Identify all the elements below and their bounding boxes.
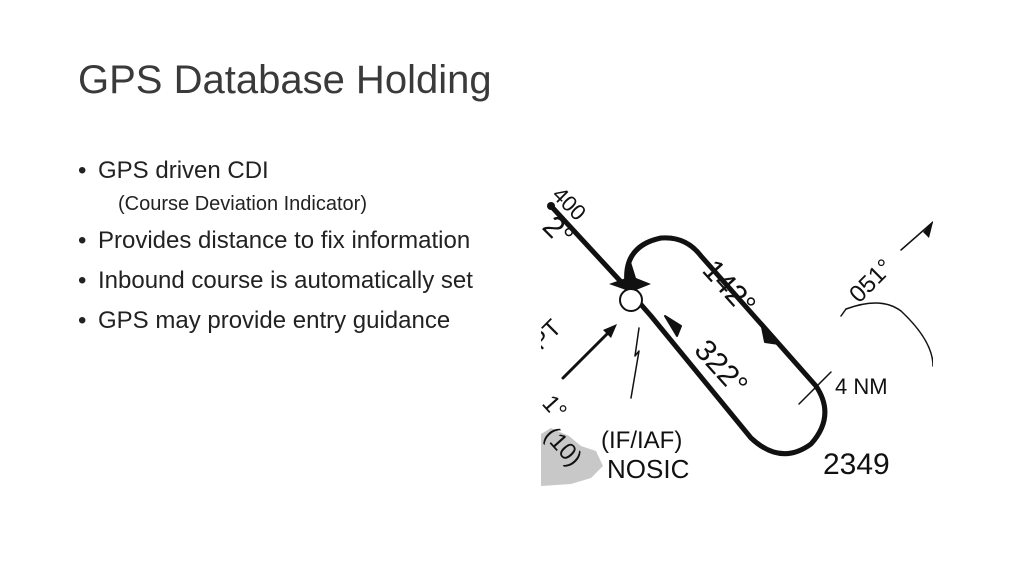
label-fix-name: NOSIC xyxy=(607,454,689,484)
bullet-inbound: • Inbound course is automatically set xyxy=(78,265,508,297)
left-course-line xyxy=(561,326,615,380)
label-altitude: 2349 xyxy=(823,448,890,481)
label-inbound-course: 322° xyxy=(688,334,754,402)
inbound-arrow-icon xyxy=(664,315,682,337)
fix-circle xyxy=(619,288,643,312)
bullet-gps-cdi: • GPS driven CDI (Course Deviation Indic… xyxy=(78,155,508,217)
bullet-subtext: (Course Deviation Indicator) xyxy=(118,193,367,215)
outbound-arrow-icon xyxy=(760,321,780,345)
waypoint-dot xyxy=(547,202,555,210)
right-course-line xyxy=(900,221,933,251)
label-fix-role: (IF/IAF) xyxy=(601,427,682,454)
label-left-course: 1° xyxy=(541,390,572,425)
right-arc-tick xyxy=(840,308,847,317)
terrain-shading xyxy=(541,428,603,486)
bullet-text: Provides distance to fix information xyxy=(98,227,471,254)
bullet-symbol: • xyxy=(78,227,87,254)
bullet-text: GPS driven CDI xyxy=(98,157,269,184)
right-course-arrow-icon xyxy=(923,222,933,238)
label-left-pt: PT xyxy=(541,314,567,355)
label-leg-length: 4 NM xyxy=(835,374,888,399)
bullet-list: • GPS driven CDI (Course Deviation Indic… xyxy=(78,155,508,345)
bullet-distance: • Provides distance to fix information xyxy=(78,225,508,257)
bullet-symbol: • xyxy=(78,267,87,294)
holding-pattern-diagram: 400 2° 142° 322° 4 NM (IF/IAF) NOSIC 234… xyxy=(541,182,933,486)
right-arc xyxy=(845,302,933,367)
bullet-symbol: • xyxy=(78,157,87,184)
bullet-symbol: • xyxy=(78,307,87,334)
approach-course-line xyxy=(548,203,626,287)
bullet-entry-guidance: • GPS may provide entry guidance xyxy=(78,305,508,337)
distance-tick xyxy=(798,371,832,405)
fix-star-icon xyxy=(609,262,651,306)
slide-title: GPS Database Holding xyxy=(78,58,492,102)
bullet-text: GPS may provide entry guidance xyxy=(98,307,451,334)
bullet-text: Inbound course is automatically set xyxy=(98,267,473,294)
left-course-arrow-icon xyxy=(603,324,617,338)
lightning-symbol-icon xyxy=(630,327,640,399)
label-right-course: 051° xyxy=(844,254,898,308)
